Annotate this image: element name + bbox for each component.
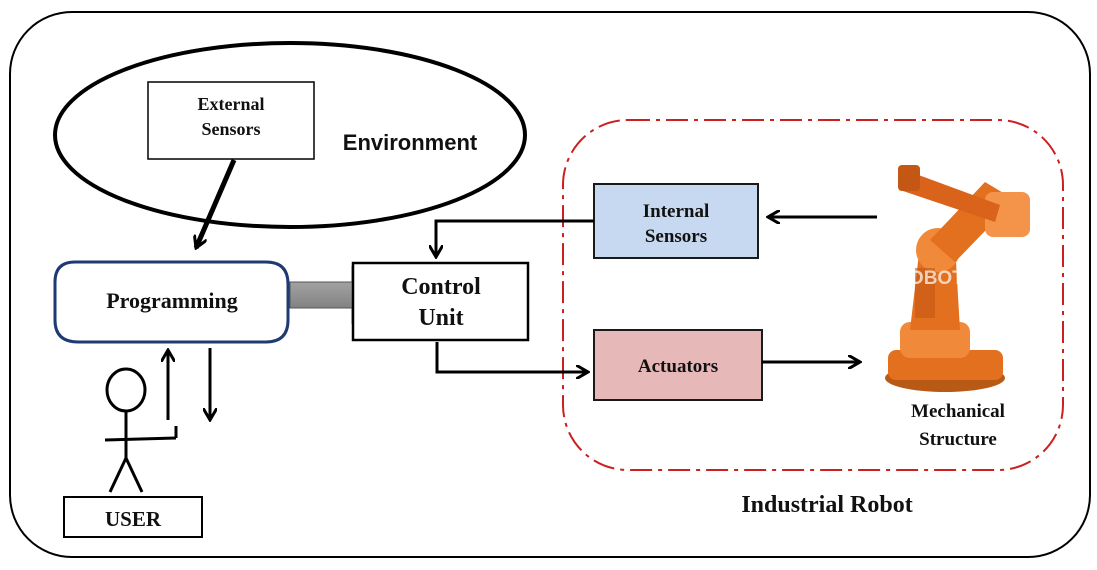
industrial-robot-label: Industrial Robot	[741, 492, 912, 518]
internal-sensors-label-line1: Internal	[643, 201, 710, 222]
environment-label: Environment	[343, 130, 478, 155]
actuators-group: Actuators	[593, 329, 763, 401]
internal-sensors-label-line2: Sensors	[645, 226, 707, 247]
mechanical-structure-label-line1: Mechanical	[911, 401, 1005, 422]
robot-watermark: ROBOTS.com	[895, 268, 1021, 289]
programming-box	[53, 260, 290, 344]
environment-group: Environment External Sensors	[53, 41, 527, 229]
user-box	[63, 496, 203, 538]
external-sensors-label-line1: External	[198, 94, 265, 114]
industrial-robot-boundary	[562, 119, 1064, 471]
programming-group: Programming	[53, 260, 290, 344]
actuators-label: Actuators	[638, 356, 718, 377]
arrow-external-to-programming	[196, 159, 237, 248]
control-unit-group: Control Unit	[351, 261, 530, 342]
external-sensors-label-line2: Sensors	[201, 119, 260, 139]
robot-arm-icon	[885, 165, 1030, 392]
mechanical-structure-label-line2: Structure	[919, 429, 997, 450]
control-unit-label-line2: Unit	[418, 305, 463, 331]
user-label: USER	[105, 507, 162, 531]
control-unit-box	[351, 261, 530, 342]
stick-figure-icon	[104, 367, 178, 493]
actuators-box	[593, 329, 763, 401]
control-unit-label-line1: Control	[401, 274, 481, 300]
arrow-control-to-actuators	[435, 342, 588, 372]
internal-sensors-group: Internal Sensors	[593, 183, 759, 259]
arrow-internal-sensors-to-control	[436, 219, 594, 257]
programming-label: Programming	[106, 288, 238, 313]
outer-system-boundary	[9, 11, 1091, 558]
external-sensors-box	[147, 81, 315, 160]
